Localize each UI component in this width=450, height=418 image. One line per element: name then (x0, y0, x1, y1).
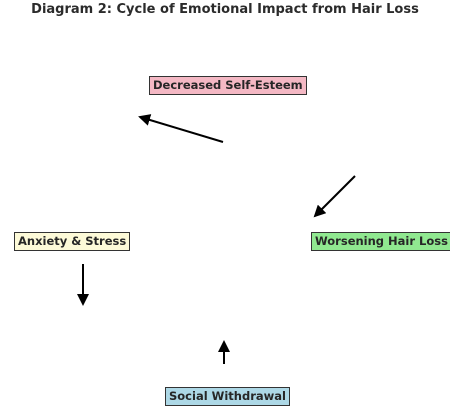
diagram-title: Diagram 2: Cycle of Emotional Impact fro… (31, 2, 419, 17)
arrow-self-esteem-to-hair-loss (313, 175, 356, 218)
node-decreased-self-esteem: Decreased Self-Esteem (149, 76, 307, 95)
node-social-withdrawal: Social Withdrawal (165, 387, 290, 406)
node-anxiety-stress: Anxiety & Stress (14, 232, 131, 251)
arrow-anxiety-to-self-esteem (138, 114, 224, 143)
node-worsening-hair-loss: Worsening Hair Loss (311, 232, 450, 251)
